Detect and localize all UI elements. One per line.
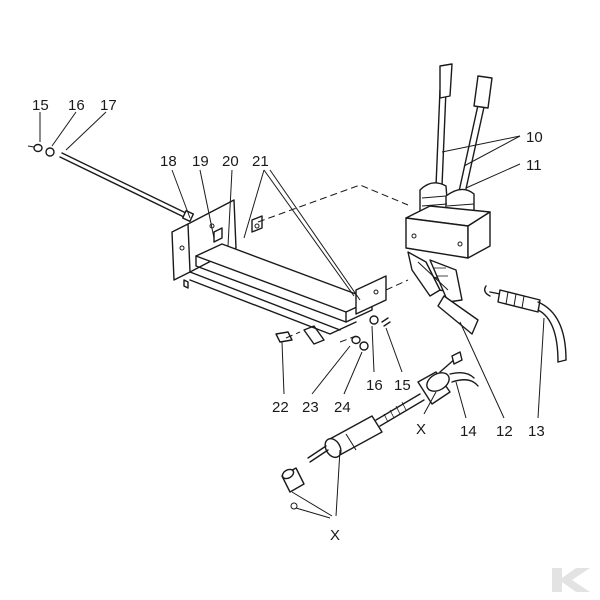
label-22: 22 (272, 399, 289, 416)
label-24: 24 (334, 399, 351, 416)
label-16-bottom: 16 (366, 377, 383, 394)
label-21: 21 (252, 153, 269, 170)
label-14: 14 (460, 423, 477, 440)
control-valve (405, 63, 493, 335)
small-hardware (275, 315, 391, 351)
leader-lines (39, 111, 545, 419)
lever-knob-10 (439, 63, 453, 99)
label-x-lower: X (330, 527, 340, 544)
lever-knob-11 (473, 75, 493, 109)
nut-15-top (33, 143, 43, 153)
label-20: 20 (222, 153, 239, 170)
label-11: 11 (526, 157, 542, 174)
washer-16-top (45, 147, 55, 157)
label-15-bottom: 15 (394, 377, 411, 394)
label-23: 23 (302, 399, 319, 416)
label-18: 18 (160, 153, 177, 170)
label-13: 13 (528, 423, 545, 440)
part-labels: 15 16 17 18 19 20 21 10 11 22 23 24 16 1… (32, 97, 545, 544)
label-12: 12 (496, 423, 513, 440)
label-10: 10 (526, 129, 543, 146)
actuator-14 (281, 351, 479, 519)
k-logo-icon (552, 568, 590, 592)
rod-assembly (27, 143, 195, 223)
label-15-top: 15 (32, 97, 49, 114)
label-x-upper: X (416, 421, 426, 438)
assembly-lines (257, 184, 409, 343)
cable-13 (483, 285, 567, 363)
label-19: 19 (192, 153, 209, 170)
bracket-frame (171, 199, 387, 345)
label-17: 17 (100, 97, 117, 114)
label-16-top: 16 (68, 97, 85, 114)
